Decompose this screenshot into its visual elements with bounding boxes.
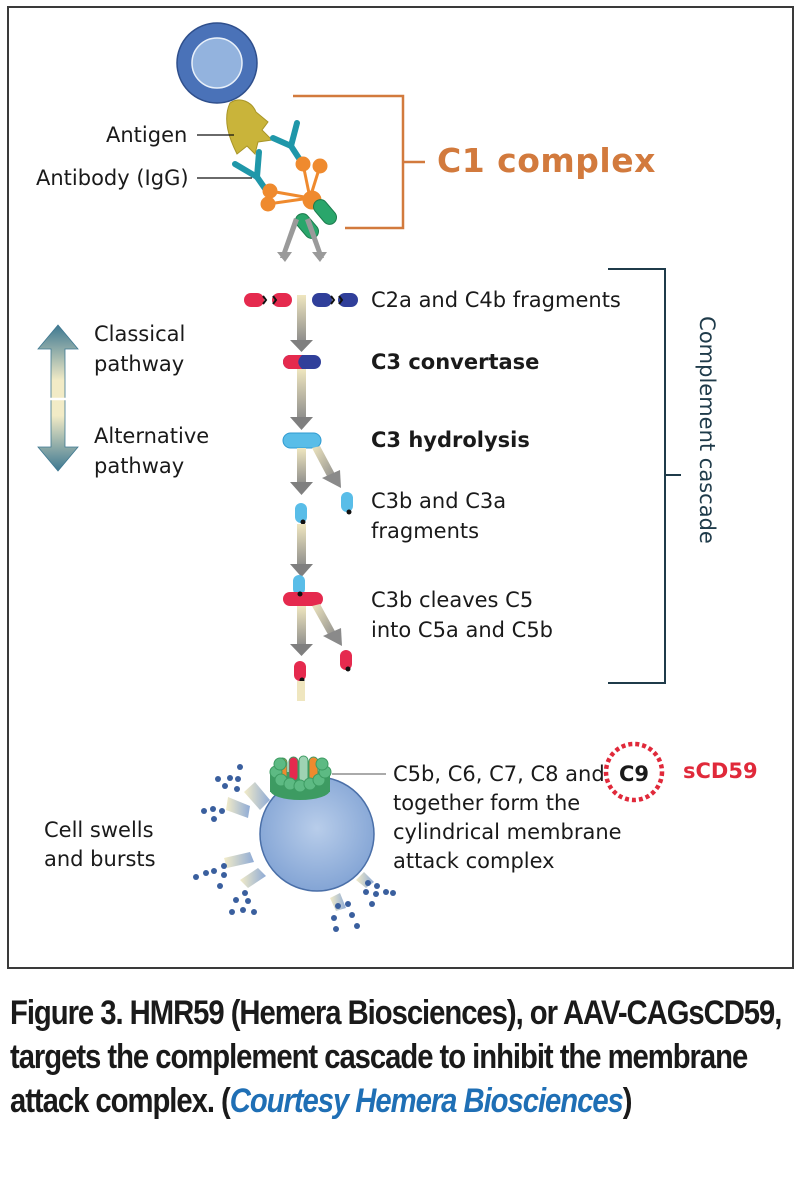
pathway-double-arrow-icon	[37, 324, 79, 472]
alternative-pathway-label-line1: Alternative	[94, 424, 210, 448]
figure-artwork	[37, 22, 681, 932]
c3-convertase-icon	[283, 355, 321, 369]
step-hydrolysis-label: C3 hydrolysis	[371, 428, 530, 452]
caption-credit: Courtesy Hemera Biosciences	[229, 1082, 624, 1120]
c3b-fragment-icon	[295, 503, 307, 525]
step-convertase-label: C3 convertase	[371, 350, 540, 374]
antibody-label: Antibody (IgG)	[36, 166, 189, 190]
mac-label-line2: together form the	[393, 791, 581, 815]
cascade-arrow	[290, 606, 313, 656]
c1-output-arrows	[277, 218, 327, 262]
c9-label: C9	[619, 762, 650, 786]
mac-label-line3: cylindrical membrane	[393, 820, 622, 844]
step-fragments-label: C2a and C4b fragments	[371, 288, 621, 312]
step-cleave-label-line1: C3b cleaves C5	[371, 588, 534, 612]
cascade-arrow	[290, 448, 313, 495]
step-c3b-label-line2: fragments	[371, 519, 480, 543]
c3-hydrolysis-icon	[282, 432, 322, 449]
cell-label-line2: and bursts	[44, 847, 156, 871]
cell-label-line1: Cell swells	[44, 818, 154, 842]
mac-label-line1: C5b, C6, C7, C8 and	[393, 762, 605, 786]
c5a-fragment-icon	[340, 650, 352, 672]
antigen-icon	[226, 99, 274, 155]
figure-caption: Figure 3. HMR59 (Hemera Biosciences), or…	[10, 991, 799, 1123]
step-c3b-label-line1: C3b and C3a	[371, 489, 507, 513]
caption-main: Figure 3. HMR59 (Hemera Biosciences), or…	[10, 994, 782, 1120]
cascade-arrow	[290, 524, 313, 577]
complement-cascade-label: Complement cascade	[695, 316, 719, 544]
c3b-c5-complex-icon	[283, 575, 323, 606]
figure-frame	[7, 6, 794, 969]
c3a-fragment-icon	[341, 492, 353, 515]
classical-pathway-label-line1: Classical	[94, 322, 186, 346]
c5b-fragment-icon	[294, 661, 306, 701]
c1r-c1s-icon	[295, 199, 337, 239]
caption-close: )	[622, 1082, 633, 1120]
cascade-arrow	[290, 369, 313, 430]
c1q-icon	[260, 156, 328, 212]
bursting-cell-icon	[193, 755, 396, 932]
cascade-branch-arrow	[312, 446, 341, 488]
complement-cascade-bracket	[608, 268, 681, 684]
c1-bracket	[293, 94, 425, 230]
scd59-label: sCD59	[683, 759, 758, 783]
cascade-arrow	[290, 295, 313, 352]
alternative-pathway-label-line2: pathway	[94, 454, 185, 478]
cascade-branch-arrow	[312, 604, 342, 646]
c2a-c4b-fragments-icon	[244, 293, 358, 307]
step-cleave-label-line2: into C5a and C5b	[371, 618, 554, 642]
classical-pathway-label-line2: pathway	[94, 352, 185, 376]
antigen-label: Antigen	[106, 123, 188, 147]
mac-label-line4: attack complex	[393, 849, 555, 873]
target-cell-icon	[176, 22, 258, 104]
c1-complex-label: C1 complex	[437, 141, 656, 180]
c9-inhibition-circle	[603, 741, 665, 803]
